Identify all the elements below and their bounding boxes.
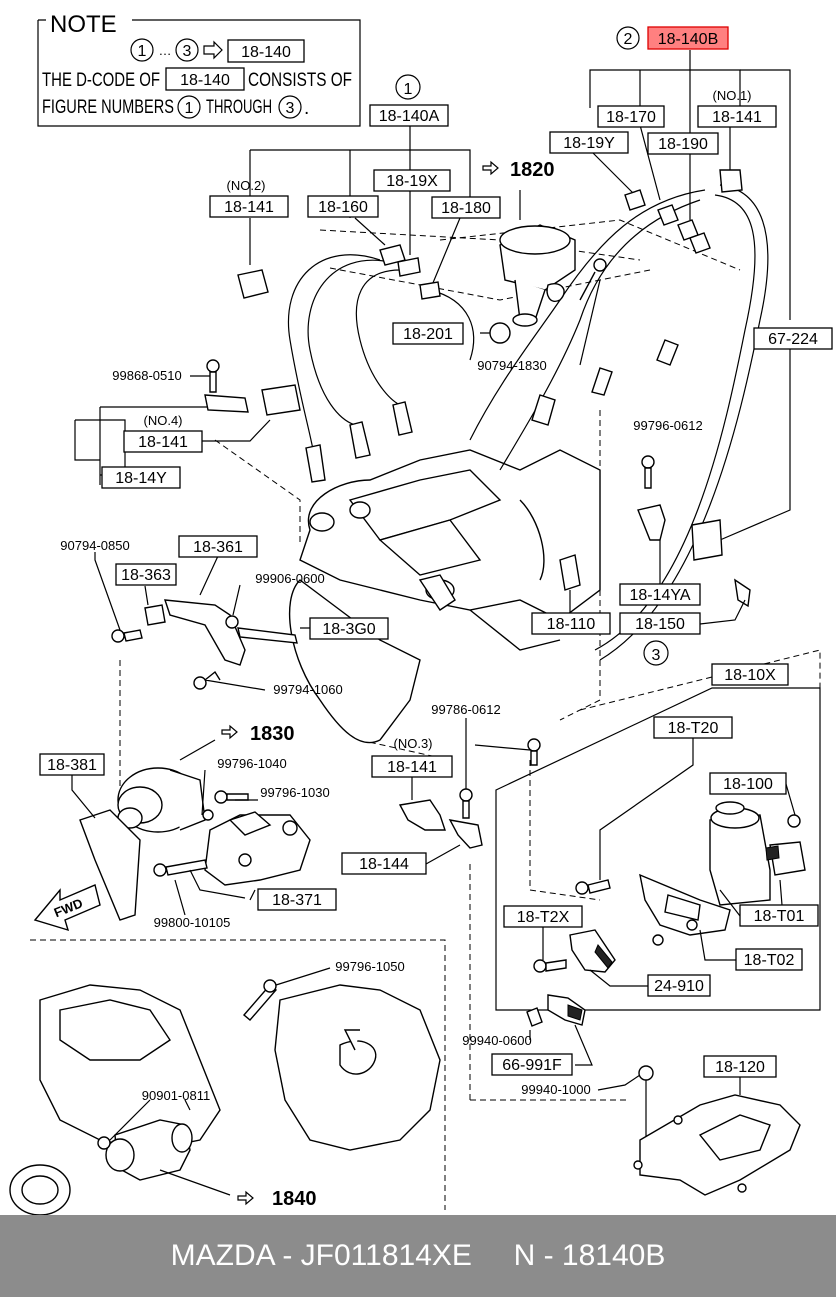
bolt-99868-0510: 99868-0510: [112, 368, 181, 383]
fwd-arrow-icon: FWD: [33, 884, 101, 932]
code-18-19y: 18-19Y: [563, 135, 615, 152]
code-18-141-no2: 18-141: [224, 199, 274, 216]
code-18-t20: 18-T20: [668, 720, 719, 737]
lead-connectors: [204, 169, 751, 608]
note-line2b: THROUGH: [206, 97, 272, 118]
starter-area: 99796-1050 90901-0811 1840: [9, 959, 441, 1215]
figure-number-2: 2: [624, 31, 633, 48]
highlight-code: 18-140B: [658, 31, 719, 48]
note-line2-start: 1: [185, 100, 194, 117]
code-18-10x: 18-10X: [724, 667, 776, 684]
code-18-160: 18-160: [318, 199, 368, 216]
code-66-991f: 66-991F: [502, 1057, 562, 1074]
parts-diagram: NOTE 1 … 3 18-140 THE D-CODE OF 18-140 C…: [9, 11, 833, 1215]
code-18-t02: 18-T02: [744, 952, 795, 969]
note-line1b: CONSISTS OF: [248, 70, 352, 91]
bolt-99786-0612: 99786-0612: [431, 702, 500, 717]
footer-bar: MAZDA - JF011814XE N - 18140B: [0, 1215, 836, 1297]
bolt-99940-1000: 99940-1000: [521, 1082, 590, 1097]
bolt-90901-0811: 90901-0811: [142, 1088, 210, 1103]
code-18-371: 18-371: [272, 892, 322, 909]
code-18-363: 18-363: [121, 567, 171, 584]
code-18-180: 18-180: [441, 200, 491, 217]
code-24-910: 24-910: [654, 978, 704, 995]
note-line2-end: 3: [286, 100, 295, 117]
label-no4: (NO.4): [144, 413, 183, 428]
bolt-99796-0612: 99796-0612: [633, 418, 702, 433]
label-no1: (NO.1): [713, 88, 752, 103]
bolt-90794-0850: 90794-0850: [60, 538, 129, 553]
bolt-99796-1040: 99796-1040: [217, 756, 286, 771]
ignition-coil-group: 18-10X 18-T20 18-100 18-T01 18-T2X 18-T: [495, 663, 821, 1011]
code-18-190: 18-190: [658, 136, 708, 153]
bolt-99906-0600: 99906-0600: [255, 571, 324, 586]
note-line1a: THE D-CODE OF: [42, 70, 160, 91]
note-ref-code: 18-140: [241, 44, 291, 61]
note-line2a: FIGURE NUMBERS: [42, 97, 174, 118]
code-18-t01: 18-T01: [754, 908, 805, 925]
section-ref-1820: 1820: [510, 159, 555, 181]
bolt-99796-1050: 99796-1050: [335, 959, 404, 974]
note-title: NOTE: [50, 11, 117, 38]
footer-brand: MAZDA: [170, 1239, 274, 1272]
section-ref-1830: 1830: [250, 723, 295, 745]
code-18-140a: 18-140A: [379, 108, 440, 125]
labels-middle: 90794-0850 18-361 18-363 99906-0600 18-3…: [33, 535, 746, 932]
leader-lines-top: [74, 50, 791, 541]
bolt-99940-0600: 99940-0600: [462, 1033, 531, 1048]
code-18-170: 18-170: [606, 109, 656, 126]
code-18-19x: 18-19X: [386, 173, 438, 190]
section-ref-1840: 1840: [272, 1188, 317, 1210]
code-18-141-no4: 18-141: [138, 434, 188, 451]
labels-top: 2 18-140B 1 18-140A 18-170 (NO.1) 18-141…: [101, 26, 833, 489]
note-start-number: 1: [138, 43, 147, 60]
spark-plug-leads: [288, 184, 769, 661]
bolt-90794-1830: 90794-1830: [477, 358, 546, 373]
note-dots: …: [159, 43, 172, 58]
code-18-t2x: 18-T2X: [517, 909, 570, 926]
bolt-99800-10105: 99800-10105: [154, 915, 231, 930]
code-18-14ya: 18-14YA: [629, 587, 690, 604]
alternator-area: [79, 552, 311, 921]
code-18-361: 18-361: [193, 539, 243, 556]
ref-arrow-icon-1830: [221, 724, 238, 740]
footer-diagram-code: N - 18140B: [513, 1239, 666, 1272]
code-18-150: 18-150: [635, 616, 685, 633]
label-no2: (NO.2): [227, 178, 266, 193]
lower-right-parts: 99940-0600 66-991F 99940-1000 18-120: [462, 994, 801, 1196]
footer-part-number: JF011814XE: [300, 1239, 472, 1272]
bolt-99796-1030: 99796-1030: [260, 785, 329, 800]
figure-number-1: 1: [404, 81, 413, 98]
code-18-144: 18-144: [359, 856, 409, 873]
code-18-141-no3: 18-141: [387, 759, 437, 776]
code-18-381: 18-381: [47, 757, 97, 774]
code-18-100: 18-100: [723, 776, 773, 793]
code-18-3g0: 18-3G0: [322, 621, 375, 638]
code-18-14y: 18-14Y: [115, 470, 167, 487]
ref-arrow-icon: [482, 160, 499, 176]
code-67-224: 67-224: [768, 331, 818, 348]
ref-arrow-icon-1840: [237, 1190, 254, 1206]
note-end-number: 3: [183, 43, 192, 60]
code-18-141-no1: 18-141: [712, 109, 762, 126]
code-18-110: 18-110: [547, 616, 596, 633]
code-18-201: 18-201: [403, 326, 453, 343]
note-line1-code: 18-140: [180, 72, 230, 89]
figure-number-3: 3: [652, 647, 661, 664]
bolt-99794-1060: 99794-1060: [273, 682, 342, 697]
code-18-120: 18-120: [715, 1059, 765, 1076]
highlight-box: [647, 26, 729, 50]
note-period: .: [304, 98, 309, 119]
distributor: [489, 224, 607, 344]
arrow-icon: [203, 40, 223, 60]
label-no3: (NO.3): [394, 736, 433, 751]
footer-text: MAZDA - JF011814XE N - 18140B: [170, 1239, 666, 1272]
note-box: NOTE 1 … 3 18-140 THE D-CODE OF 18-140 C…: [37, 11, 361, 127]
